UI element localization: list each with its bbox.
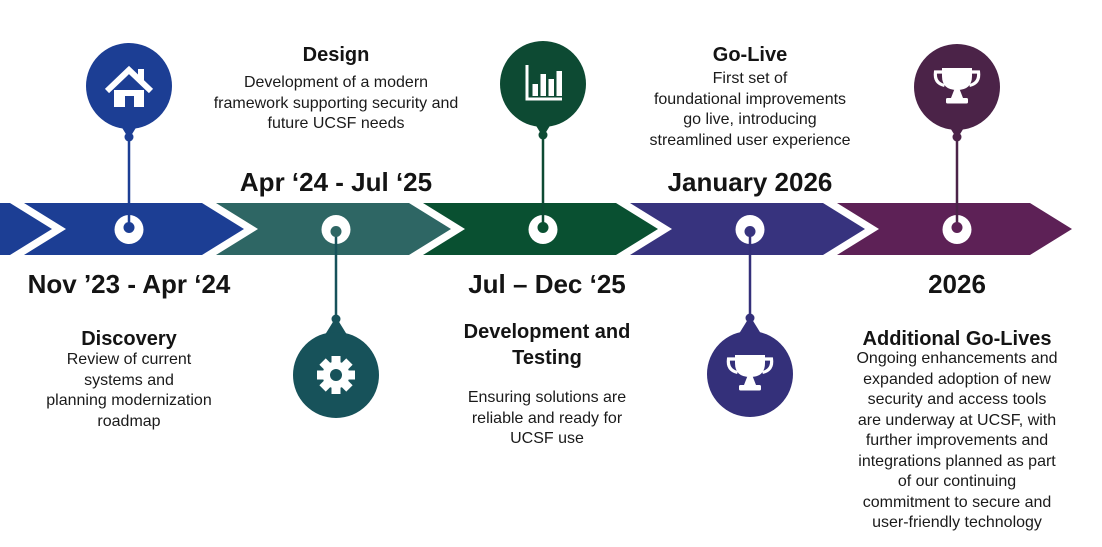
gear-icon [317,356,355,394]
phase-1-date-range: Nov ’23 - Apr ‘24 [27,269,231,299]
balloon-golive [707,313,793,417]
phase-3-title: Development and Testing [463,321,631,369]
phase-2-title: Design [302,44,370,66]
balloon-design [293,314,379,418]
band-start-gap-chevron [10,203,66,255]
marker-dot [330,226,342,237]
phase-5-description: Ongoing enhancements and expanded adopti… [856,350,1058,531]
phase-5-title: Additional Go-Lives [862,328,1052,350]
balloon-additional-golives [914,44,1000,142]
trophy-icon [933,68,981,104]
phase-4-title: Go-Live [712,44,788,66]
marker-dot [537,222,549,233]
balloon-development [500,41,586,140]
marker-dot [951,222,963,233]
marker-dot [123,222,135,233]
phase-5-date-range: 2026 [928,269,986,299]
balloon-discovery [86,43,172,142]
home-icon [104,65,154,107]
bar-chart-icon [525,65,562,101]
marker-dot [744,226,756,237]
phase-2-date-range: Apr ‘24 - Jul ‘25 [239,167,433,197]
trophy-icon [726,355,774,391]
phase-4-description: First set of foundational improvements g… [649,70,851,149]
phase-1-description: Review of current systems and planning m… [46,351,212,430]
phase-3-description: Ensuring solutions are reliable and read… [467,389,627,447]
phase-2-description: Development of a modern framework suppor… [213,74,459,132]
phase-3-date-range: Jul – Dec ‘25 [468,269,626,299]
phase-1-title: Discovery [81,328,177,350]
phase-4-date-range: January 2026 [667,167,833,197]
